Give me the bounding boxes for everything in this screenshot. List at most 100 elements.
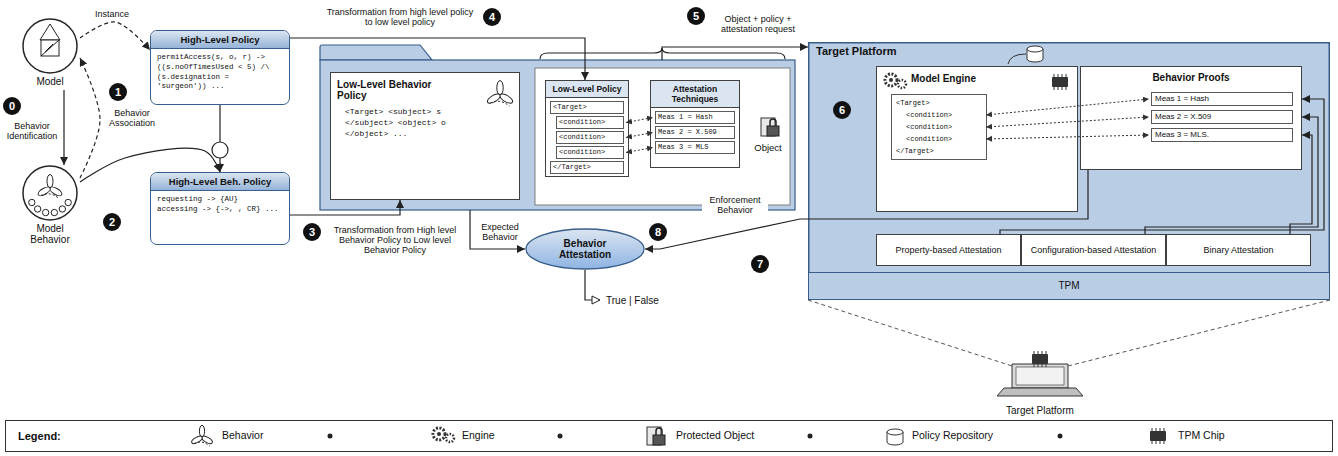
node-label: Model Behavior (20, 223, 80, 245)
legend-label: Behavior (222, 429, 263, 441)
result-arrow (585, 270, 600, 300)
connector-label: Behavior Identification (3, 121, 61, 142)
box-title: High-Level Policy (151, 31, 289, 49)
policy-box: High-Level PolicypermitAccess(s, o, r) -… (150, 30, 290, 105)
circle-outline (20, 18, 80, 74)
measurement-row: Meas 1 = Hash (1151, 92, 1293, 106)
legend-behavior-icon (191, 425, 214, 446)
behavior-dot (65, 199, 71, 205)
behavior-policy-box: Low-Level Behavior Policy<Target> <subje… (330, 72, 520, 200)
box-title: Behavior Proofs (1081, 67, 1301, 88)
legend-chip-icon (1150, 428, 1166, 444)
behavior-dot (34, 206, 40, 212)
callout-number: 2 (103, 213, 121, 231)
tpm-chip-icon (1052, 74, 1068, 90)
legend-separator (1058, 434, 1063, 439)
callout-number: 0 (3, 97, 21, 115)
bar-label: Property-based Attestation (895, 245, 1001, 255)
policy-row: </Target> (894, 145, 984, 157)
low-level-policy-box: Low-Level Policy <Target> <condition> <cond… (545, 80, 629, 177)
circle-outline (20, 165, 80, 221)
box-title: Target Platform (808, 42, 1330, 60)
callout-number: 5 (687, 7, 705, 25)
callout-number: 7 (751, 255, 769, 273)
laptop-icon (997, 364, 1083, 396)
policy-text: permitAccess(s, o, r) -> ((s.noOfTimesUs… (151, 49, 289, 96)
target-platform-box: Target PlatformModel Engine<Target><cond… (808, 42, 1330, 300)
attestation-bar: Property-based Attestation (876, 234, 1021, 266)
connector-label: Instance (89, 9, 135, 19)
connector-label: Transformation from high level policy to… (325, 7, 475, 28)
bar-label: TPM (1058, 280, 1079, 292)
tpm-band: TPM (808, 272, 1330, 300)
mapping-arrow (626, 148, 653, 153)
policy-row: <Target> (894, 97, 984, 109)
engine-icon (885, 74, 906, 88)
bar-label: Configuration-based Attestation (1031, 245, 1157, 255)
policy-row: <Target> (550, 101, 624, 114)
mapping-arrow (626, 133, 653, 138)
policy-row: <condition> (556, 146, 624, 159)
merge-junction (212, 142, 228, 158)
measurement-row: Meas 2 = X.509 (655, 126, 735, 139)
connector-arrow (662, 47, 808, 60)
policy-row: <condition> (904, 121, 984, 133)
connector-label: Behavior Association (105, 108, 159, 129)
repository-link (1008, 54, 1026, 64)
behavior-dot (42, 209, 48, 215)
behavior-dot (51, 209, 57, 215)
legend-separator (558, 434, 563, 439)
box-title: Low-Level Policy (546, 81, 628, 98)
measurement-row: Meas 3 = MLS. (1151, 128, 1293, 142)
model-icon (40, 24, 60, 56)
mapping-arrow (986, 135, 1149, 139)
connector-arrow (645, 170, 1088, 249)
legend-object-icon (647, 427, 665, 445)
protected-object-icon (761, 118, 779, 136)
policy-row: </Target> (550, 161, 624, 174)
tpm-chip-icon (1032, 351, 1048, 367)
figure-label: True | False (606, 295, 659, 306)
bracket (540, 48, 785, 59)
attestation-bar: Binary Attestation (1166, 234, 1311, 266)
policy-row: <condition> (556, 131, 624, 144)
callout-number: 1 (109, 83, 127, 101)
model-behavior-circle: Model Behavior (20, 165, 80, 249)
policy-box: High-Level Beh. Policyrequesting -> {AU}… (150, 172, 290, 245)
callout-number: 3 (303, 223, 321, 241)
mapping-arrow (626, 118, 653, 123)
connector-arrow (63, 90, 64, 165)
box-title: Model Engine (877, 67, 1077, 84)
legend-title: Legend: (18, 430, 61, 442)
box-title: High-Level Beh. Policy (151, 173, 289, 191)
mapping-arrow (986, 117, 1149, 127)
behavior-proofs-box: Behavior ProofsMeas 1 = HashMeas 2 = X.5… (1080, 66, 1302, 170)
legend-box (5, 420, 1333, 452)
model-circle: Model (20, 18, 80, 90)
callout-number: 4 (483, 8, 501, 26)
legend-repository-icon (887, 429, 903, 445)
figure-label: Target Platform (1006, 405, 1074, 416)
connector-arrow (219, 105, 220, 172)
connector-arrow (1290, 135, 1312, 234)
legend-label: TPM Chip (1178, 429, 1225, 441)
policy-row: <condition> (904, 109, 984, 121)
legend-separator (808, 434, 813, 439)
behavior-icon (37, 175, 63, 199)
connector-arrow (80, 58, 100, 178)
projection-line (808, 300, 1330, 366)
connector-arrow (290, 200, 400, 215)
connector-arrow (1145, 117, 1318, 234)
connector-arrow (80, 148, 220, 182)
policy-text: requesting -> {AU} accessing -> {->, , C… (151, 191, 289, 219)
measurement-row: Meas 3 = MLS (655, 141, 735, 154)
legend-label: Policy Repository (912, 429, 993, 441)
rule-group: <Target><condition><condition><condition… (891, 94, 987, 160)
protected-object: Object (748, 112, 788, 162)
legend-separator (328, 434, 333, 439)
callout-number: 8 (649, 223, 667, 241)
policy-text: <Target> <subject> s </subject> <object>… (331, 105, 475, 143)
measurement-row: Meas 2 = X.509 (1151, 110, 1293, 124)
